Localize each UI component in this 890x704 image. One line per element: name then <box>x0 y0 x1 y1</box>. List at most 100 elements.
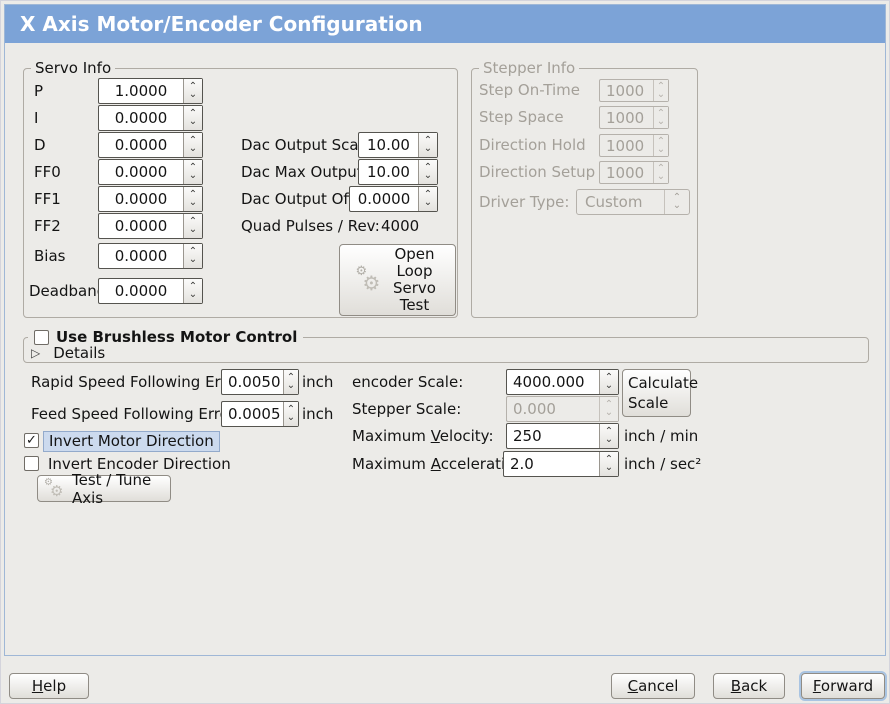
spin-up-icon: ⌃ <box>188 108 198 119</box>
encoder-scale-value[interactable]: 4000.000 <box>513 373 585 391</box>
max-velocity-unit: inch / min <box>624 427 699 445</box>
d-label: D <box>34 136 46 154</box>
brushless-group <box>23 337 869 363</box>
spin-up-icon: ⌃ <box>604 399 614 410</box>
spinner-arrows[interactable]: ⌃⌄ <box>418 133 437 157</box>
back-button[interactable]: Back <box>713 673 785 699</box>
direction-hold-label: Direction Hold <box>479 136 586 154</box>
spinner-arrows[interactable]: ⌃⌄ <box>418 160 437 184</box>
spinner-arrows[interactable]: ⌃⌄ <box>183 160 202 184</box>
rapid-following-error-label: Rapid Speed Following Error: <box>31 373 247 391</box>
spinner-arrows[interactable]: ⌃⌄ <box>183 214 202 238</box>
spinner-arrows[interactable]: ⌃⌄ <box>183 279 202 303</box>
use-brushless-label[interactable]: Use Brushless Motor Control <box>56 328 298 346</box>
i-value[interactable]: 0.0000 <box>114 109 168 127</box>
dac-output-offset-value[interactable]: 0.0000 <box>357 190 411 208</box>
p-value[interactable]: 1.0000 <box>114 82 168 100</box>
invert-encoder-checkbox[interactable] <box>24 456 39 471</box>
spin-down-icon: ⌄ <box>286 412 296 423</box>
help-label: Help <box>31 677 67 695</box>
spinner-arrows[interactable]: ⌃⌄ <box>418 187 437 211</box>
step-space-value: 1000 <box>606 108 645 127</box>
details-expander[interactable]: ▷ Details <box>31 344 106 362</box>
bias-value[interactable]: 0.0000 <box>114 247 168 265</box>
feed-following-error-label: Feed Speed Following Error: <box>31 405 240 423</box>
ff0-label: FF0 <box>34 163 61 181</box>
d-value[interactable]: 0.0000 <box>114 136 168 154</box>
max-acceleration-value[interactable]: 2.0 <box>510 455 534 473</box>
driver-type-value: Custom <box>585 193 643 211</box>
calculate-scale-label: Calculate Scale <box>628 374 699 412</box>
spinner-arrows[interactable]: ⌃⌄ <box>283 370 298 394</box>
d-spinbox[interactable]: 0.0000 ⌃⌄ <box>98 132 203 158</box>
spin-up-icon: ⌃ <box>286 404 296 415</box>
dac-output-scale-value[interactable]: 10.00 <box>367 136 410 154</box>
spin-up-icon: ⌃ <box>188 162 198 173</box>
spin-up-icon: ⌃ <box>188 216 198 227</box>
direction-setup-spinbox: 1000 ⌃⌄ <box>599 161 669 184</box>
dac-max-output-spinbox[interactable]: 10.00 ⌃⌄ <box>358 159 438 185</box>
rapid-following-error-spinbox[interactable]: 0.0050 ⌃⌄ <box>221 369 299 395</box>
invert-encoder-label[interactable]: Invert Encoder Direction <box>48 455 231 473</box>
i-label: I <box>34 109 39 127</box>
use-brushless-checkbox[interactable] <box>34 329 49 345</box>
ff1-spinbox[interactable]: 0.0000 ⌃⌄ <box>98 186 203 212</box>
ff0-spinbox[interactable]: 0.0000 ⌃⌄ <box>98 159 203 185</box>
test-tune-axis-button[interactable]: ⚙⚙ Test / Tune Axis <box>37 471 171 507</box>
spinner-arrows[interactable]: ⌃⌄ <box>599 424 618 448</box>
help-button[interactable]: Help <box>9 673 89 699</box>
encoder-scale-spinbox[interactable]: 4000.000 ⌃⌄ <box>506 369 619 395</box>
spin-down-icon: ⌄ <box>423 197 433 208</box>
spinner-arrows[interactable]: ⌃⌄ <box>183 187 202 211</box>
spin-down-icon: ⌄ <box>604 380 614 391</box>
expander-arrow-icon[interactable]: ▷ <box>31 346 41 360</box>
max-acceleration-spinbox[interactable]: 2.0 ⌃⌄ <box>503 451 619 477</box>
i-spinbox[interactable]: 0.0000 ⌃⌄ <box>98 105 203 131</box>
deadband-spinbox[interactable]: 0.0000 ⌃⌄ <box>98 278 203 304</box>
dac-output-offset-spinbox[interactable]: 0.0000 ⌃⌄ <box>349 186 438 212</box>
open-loop-servo-test-button[interactable]: ⚙⚙ Open Loop Servo Test <box>339 244 456 316</box>
spinner-arrows[interactable]: ⌃⌄ <box>183 133 202 157</box>
rapid-following-error-value[interactable]: 0.0050 <box>228 373 281 391</box>
use-brushless-row[interactable]: Use Brushless Motor Control <box>28 328 304 346</box>
invert-motor-label[interactable]: Invert Motor Direction <box>43 431 220 452</box>
step-on-time-value: 1000 <box>606 81 645 100</box>
spinner-arrows[interactable]: ⌃⌄ <box>183 244 202 268</box>
spin-up-icon: ⌃ <box>604 454 614 465</box>
ff0-value[interactable]: 0.0000 <box>114 163 168 181</box>
spinner-arrows[interactable]: ⌃⌄ <box>183 106 202 130</box>
step-space-spinbox: 1000 ⌃⌄ <box>599 106 669 129</box>
details-label[interactable]: Details <box>53 344 106 362</box>
dac-output-scale-spinbox[interactable]: 10.00 ⌃⌄ <box>358 132 438 158</box>
max-acceleration-unit: inch / sec² <box>624 455 702 473</box>
cancel-button[interactable]: Cancel <box>611 673 695 699</box>
calculate-scale-button[interactable]: Calculate Scale <box>622 369 698 417</box>
spin-up-icon: ⌃ <box>286 372 296 383</box>
spin-up-icon: ⌃ <box>188 281 198 292</box>
driver-type-select: Custom ⌃⌄ <box>576 189 690 215</box>
direction-setup-label: Direction Setup <box>479 163 596 181</box>
feed-following-error-spinbox[interactable]: 0.0005 ⌃⌄ <box>221 401 299 427</box>
ff2-spinbox[interactable]: 0.0000 ⌃⌄ <box>98 213 203 239</box>
spinner-arrows[interactable]: ⌃⌄ <box>283 402 298 426</box>
stepper-scale-label: Stepper Scale: <box>352 400 462 418</box>
spin-up-icon: ⌃ <box>604 372 614 383</box>
ff2-value[interactable]: 0.0000 <box>114 217 168 235</box>
rapid-following-error-unit: inch <box>302 373 334 391</box>
encoder-scale-label: encoder Scale: <box>352 373 464 391</box>
spinner-arrows[interactable]: ⌃⌄ <box>599 370 618 394</box>
spin-up-icon: ⌃ <box>423 135 433 146</box>
invert-motor-checkbox[interactable]: ✓ <box>24 433 39 448</box>
spinner-arrows[interactable]: ⌃⌄ <box>183 79 202 103</box>
ff1-value[interactable]: 0.0000 <box>114 190 168 208</box>
bias-spinbox[interactable]: 0.0000 ⌃⌄ <box>98 243 203 269</box>
spinner-arrows[interactable]: ⌃⌄ <box>599 452 618 476</box>
feed-following-error-value[interactable]: 0.0005 <box>228 405 281 423</box>
combo-updown-icon: ⌃⌄ <box>664 190 689 214</box>
forward-button[interactable]: Forward <box>801 673 885 699</box>
dac-max-output-value[interactable]: 10.00 <box>367 163 410 181</box>
max-velocity-value[interactable]: 250 <box>513 427 542 445</box>
deadband-value[interactable]: 0.0000 <box>114 282 168 300</box>
p-spinbox[interactable]: 1.0000 ⌃⌄ <box>98 78 203 104</box>
max-velocity-spinbox[interactable]: 250 ⌃⌄ <box>506 423 619 449</box>
